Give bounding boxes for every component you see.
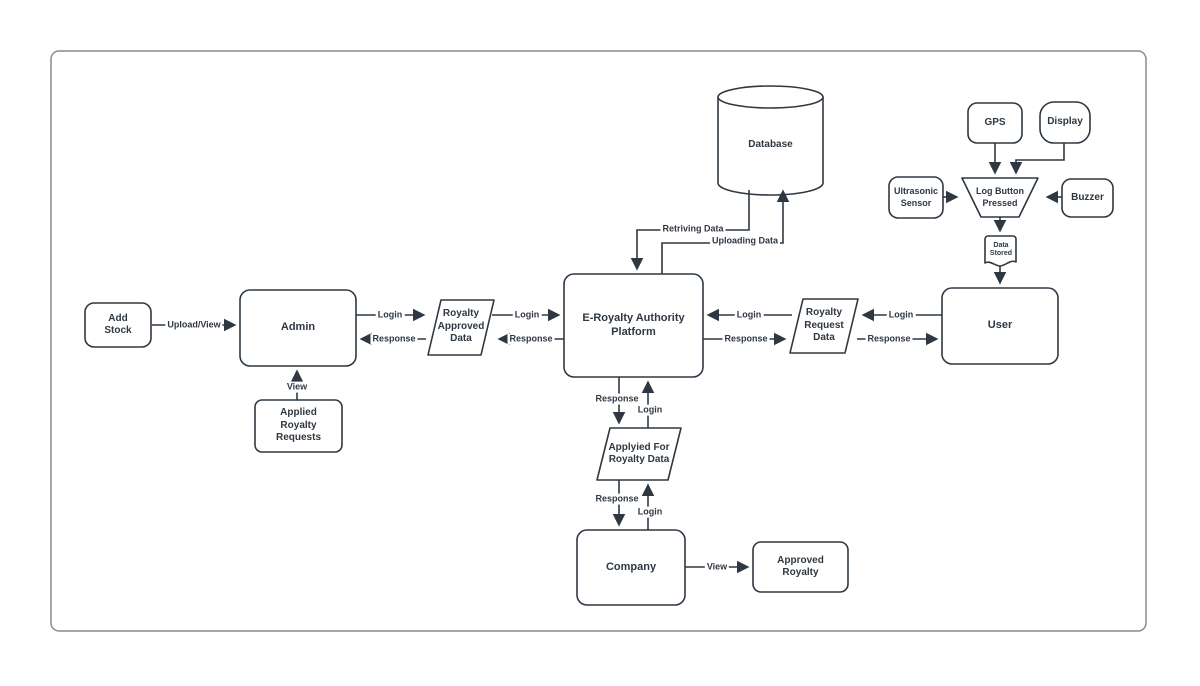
edge-display-log-button	[1009, 143, 1065, 175]
node-add-stock[interactable]: Add Stock	[104, 312, 132, 337]
edge-label-login-company-afrd: Login	[635, 506, 665, 518]
node-user[interactable]: User	[987, 319, 1013, 332]
node-log-button-pressed[interactable]: Log Button Pressed	[976, 186, 1024, 208]
edge-label-login-rrd-platform: Login	[734, 309, 764, 321]
edge-label-view-company-approved: View	[704, 561, 730, 573]
database-body-shape	[717, 97, 824, 196]
data-stored-shape	[984, 235, 1017, 267]
node-buzzer[interactable]: Buzzer	[1071, 191, 1104, 203]
diagram-border	[50, 50, 1147, 632]
edge-label-uploading-data: Uploading Data	[709, 235, 781, 247]
node-display[interactable]: Display	[1047, 116, 1083, 128]
database-top-shape	[717, 85, 824, 109]
edge-label-response-rrd-user: Response	[865, 333, 913, 345]
node-gps[interactable]: GPS	[984, 116, 1006, 128]
add-stock-shape	[84, 302, 152, 348]
edge-label-response-platform-rrd: Response	[722, 333, 770, 345]
applied-for-royalty-data-shape	[596, 427, 682, 481]
log-button-pressed-shape	[961, 177, 1039, 218]
edge-label-login-rad-platform: Login	[512, 309, 542, 321]
edge-label-view-arr-admin: View	[284, 381, 310, 393]
node-ultrasonic-sensor[interactable]: Ultrasonic Sensor	[893, 186, 938, 208]
royalty-approved-data-shape	[427, 299, 495, 356]
node-royalty-request-data[interactable]: Royalty Request Data	[804, 307, 844, 344]
approved-royalty-shape	[752, 541, 849, 593]
edge-label-upload-view: Upload/View	[165, 319, 223, 331]
edge-label-login-afrd-platform: Login	[635, 404, 665, 416]
display-shape	[1039, 101, 1091, 144]
node-applied-for-royalty-data[interactable]: Applyied For Royalty Data	[608, 441, 670, 466]
admin-shape	[239, 289, 357, 367]
buzzer-shape	[1061, 178, 1114, 218]
edge-label-login-user-rrd: Login	[886, 309, 916, 321]
platform-shape	[563, 273, 704, 378]
node-data-stored[interactable]: Data Stored	[989, 242, 1013, 257]
edge-label-retriving-data: Retriving Data	[660, 223, 726, 235]
node-royalty-approved-data[interactable]: Royalty Approved Data	[437, 308, 485, 345]
node-approved-royalty[interactable]: Approved Royalty	[777, 554, 824, 579]
node-company[interactable]: Company	[605, 560, 657, 573]
node-database[interactable]: Database	[748, 138, 793, 150]
user-shape	[941, 287, 1059, 365]
node-applied-royalty-requests[interactable]: Applied Royalty Requests	[275, 407, 321, 444]
node-admin[interactable]: Admin	[280, 321, 316, 334]
edge-label-response-platform-afrd: Response	[593, 393, 641, 405]
edge-label-response-platform-rad: Response	[507, 333, 555, 345]
node-platform[interactable]: E-Royalty Authority Platform	[582, 311, 685, 338]
royalty-request-data-shape	[789, 298, 859, 354]
applied-royalty-requests-shape	[254, 399, 343, 453]
edge-label-response-afrd-company: Response	[593, 493, 641, 505]
edge-label-login-admin-rad: Login	[375, 309, 405, 321]
edge-label-response-rad-admin: Response	[370, 333, 418, 345]
